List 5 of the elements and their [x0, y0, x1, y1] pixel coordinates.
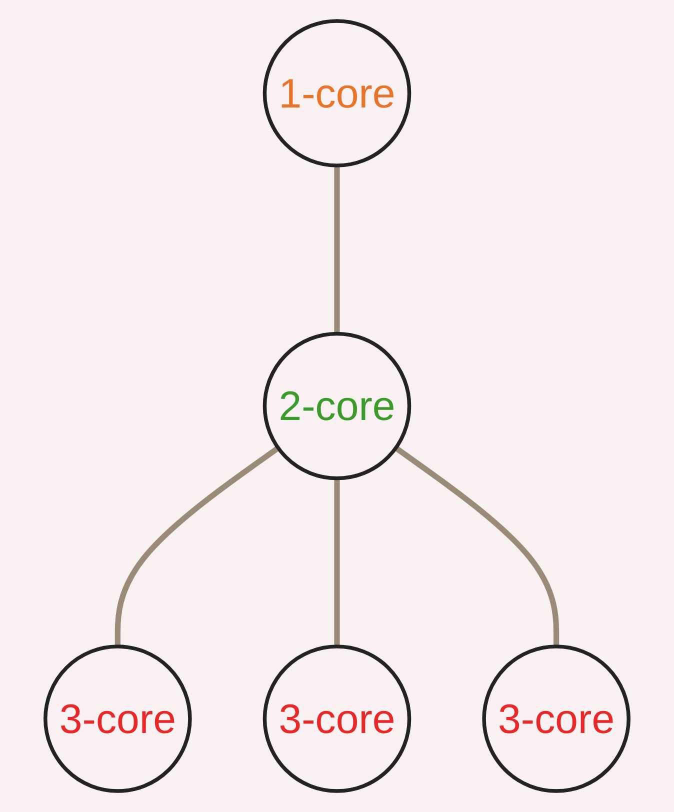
- core-circle: 1-core: [262, 19, 412, 168]
- core-circle: 3-core: [482, 644, 630, 793]
- core-circle: 3-core: [44, 644, 192, 793]
- core-circle: 2-core: [262, 332, 412, 480]
- core-circle: 3-core: [262, 644, 412, 793]
